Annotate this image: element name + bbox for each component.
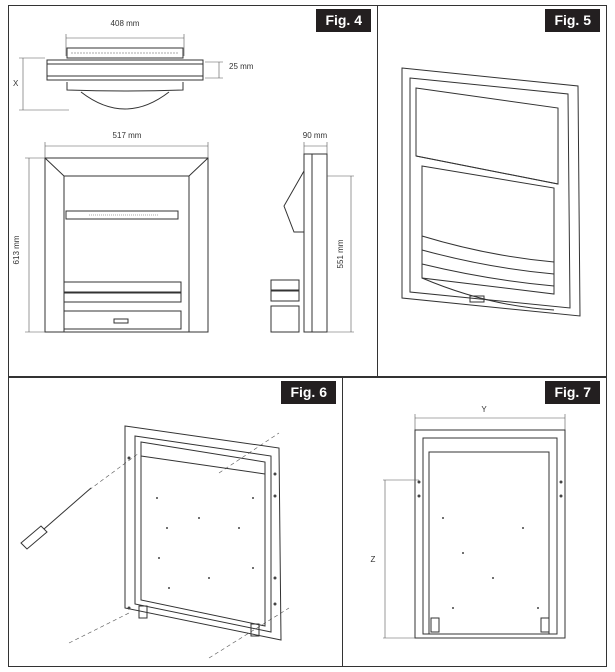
fig7-drawing: Y Z xyxy=(371,405,566,639)
fig4-x-label: X xyxy=(13,79,19,88)
fig6-label: Fig. 6 xyxy=(281,381,336,404)
fig4-front-height: 613 mm xyxy=(12,235,21,264)
fig6-drawing xyxy=(20,425,290,659)
fig4-label: Fig. 4 xyxy=(316,9,371,32)
fig5-label: Fig. 5 xyxy=(545,9,600,32)
screwdriver-icon xyxy=(20,525,48,550)
fig4-front-width: 517 mm xyxy=(113,131,142,140)
fig7-label: Fig. 7 xyxy=(545,381,600,404)
fig6-panel: Fig. 6 xyxy=(8,377,343,667)
fig5-panel: Fig. 5 xyxy=(377,5,607,377)
fig4-side-depth: 90 mm xyxy=(303,131,328,140)
fig7-z-label: Z xyxy=(371,555,376,564)
fig4-top-width: 408 mm xyxy=(111,19,140,28)
fig4-top-depth: 25 mm xyxy=(229,62,254,71)
fig5-drawing xyxy=(401,67,581,317)
fig4-drawing: 408 mm 25 mm X 517 mm 613 mm xyxy=(12,19,354,333)
fig4-side-height: 551 mm xyxy=(336,239,345,268)
fig7-y-label: Y xyxy=(481,405,487,414)
fig4-panel: Fig. 4 408 mm 25 mm X 517 mm xyxy=(8,5,378,377)
fig7-panel: Fig. 7 Y Z xyxy=(342,377,607,667)
